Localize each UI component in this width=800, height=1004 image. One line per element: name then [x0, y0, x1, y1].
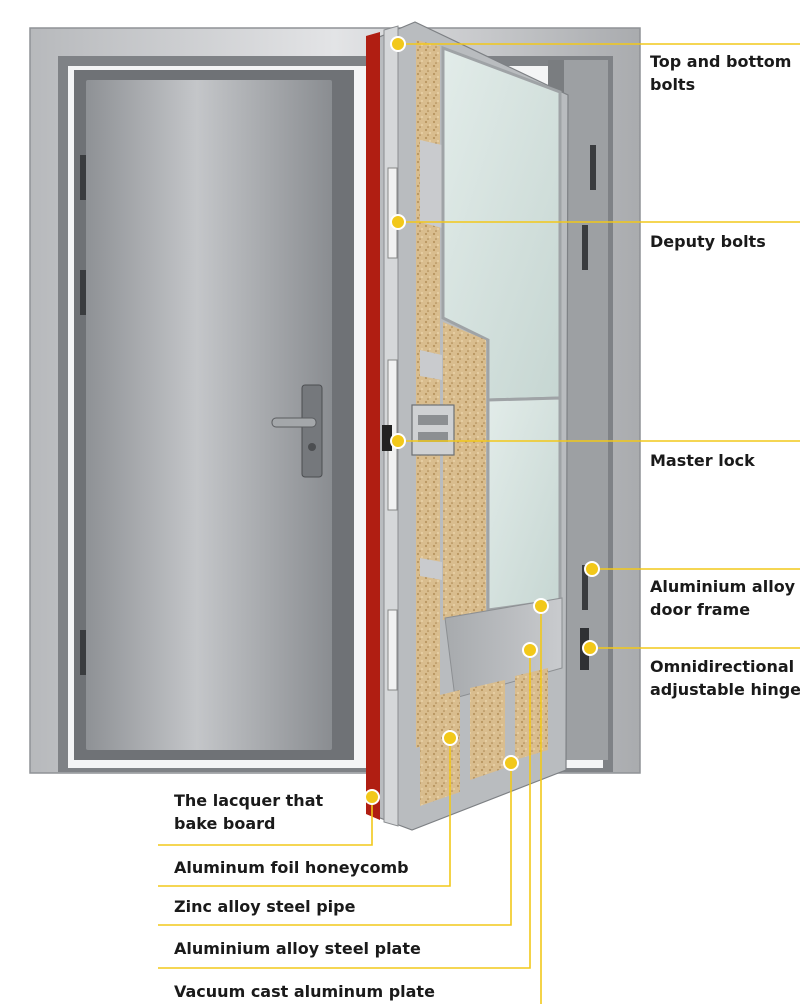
- marker-door-frame: [584, 561, 600, 577]
- marker-cast-plate: [533, 598, 549, 614]
- label-cast-plate: Vacuum cast aluminum plate: [174, 982, 435, 1001]
- glass-lower: [486, 396, 562, 612]
- lock-latch: [382, 425, 392, 451]
- marker-pipe: [503, 755, 519, 771]
- label-line: Omnidirectional: [650, 657, 795, 676]
- lacquer-edge: [366, 32, 380, 820]
- label-top-bottom-bolts: Top and bottom bolts: [650, 50, 791, 96]
- hinge-left-bottom: [80, 630, 86, 675]
- leader-foil: [158, 738, 451, 887]
- label-steel-pipe: Zinc alloy steel pipe: [174, 897, 356, 916]
- hinge-right-top: [590, 145, 596, 190]
- leader-lacquer: [158, 797, 373, 846]
- marker-steel-plate: [522, 642, 538, 658]
- callout-markers: [364, 36, 600, 805]
- master-lock-body: [411, 404, 455, 456]
- hinge-left-mid: [80, 270, 86, 315]
- callout-leaders: [158, 43, 800, 1004]
- label-line: The lacquer that: [174, 791, 324, 810]
- marker-hinge: [582, 640, 598, 656]
- marker-top-bottom-bolts: [390, 36, 406, 52]
- right-door-leaf-cutaway: [366, 21, 569, 831]
- door-handle: [271, 384, 323, 478]
- label-line: door frame: [650, 600, 751, 619]
- marker-lacquer: [364, 789, 380, 805]
- marker-deputy-bolts: [390, 214, 406, 230]
- label-line: bake board: [174, 814, 276, 833]
- label-line: bolts: [650, 75, 696, 94]
- marker-master-lock: [390, 433, 406, 449]
- marker-foil: [442, 730, 458, 746]
- left-door-leaf: [74, 70, 354, 760]
- hinge-left-top: [80, 155, 86, 200]
- leader-pipe: [158, 763, 512, 926]
- label-lacquer-board: The lacquer that bake board: [174, 789, 323, 835]
- label-line: adjustable hinge: [650, 680, 800, 699]
- label-line: Aluminium alloy: [650, 577, 796, 596]
- label-foil-honeycomb: Aluminum foil honeycomb: [174, 858, 409, 877]
- leader-steel-plate: [158, 650, 531, 969]
- label-line: Top and bottom: [650, 52, 792, 71]
- label-master-lock: Master lock: [650, 451, 755, 470]
- label-deputy-bolts: Deputy bolts: [650, 232, 766, 251]
- label-hinge: Omnidirectional adjustable hinge: [650, 655, 800, 701]
- label-door-frame: Aluminium alloy door frame: [650, 575, 795, 621]
- label-steel-plate: Aluminium alloy steel plate: [174, 939, 421, 958]
